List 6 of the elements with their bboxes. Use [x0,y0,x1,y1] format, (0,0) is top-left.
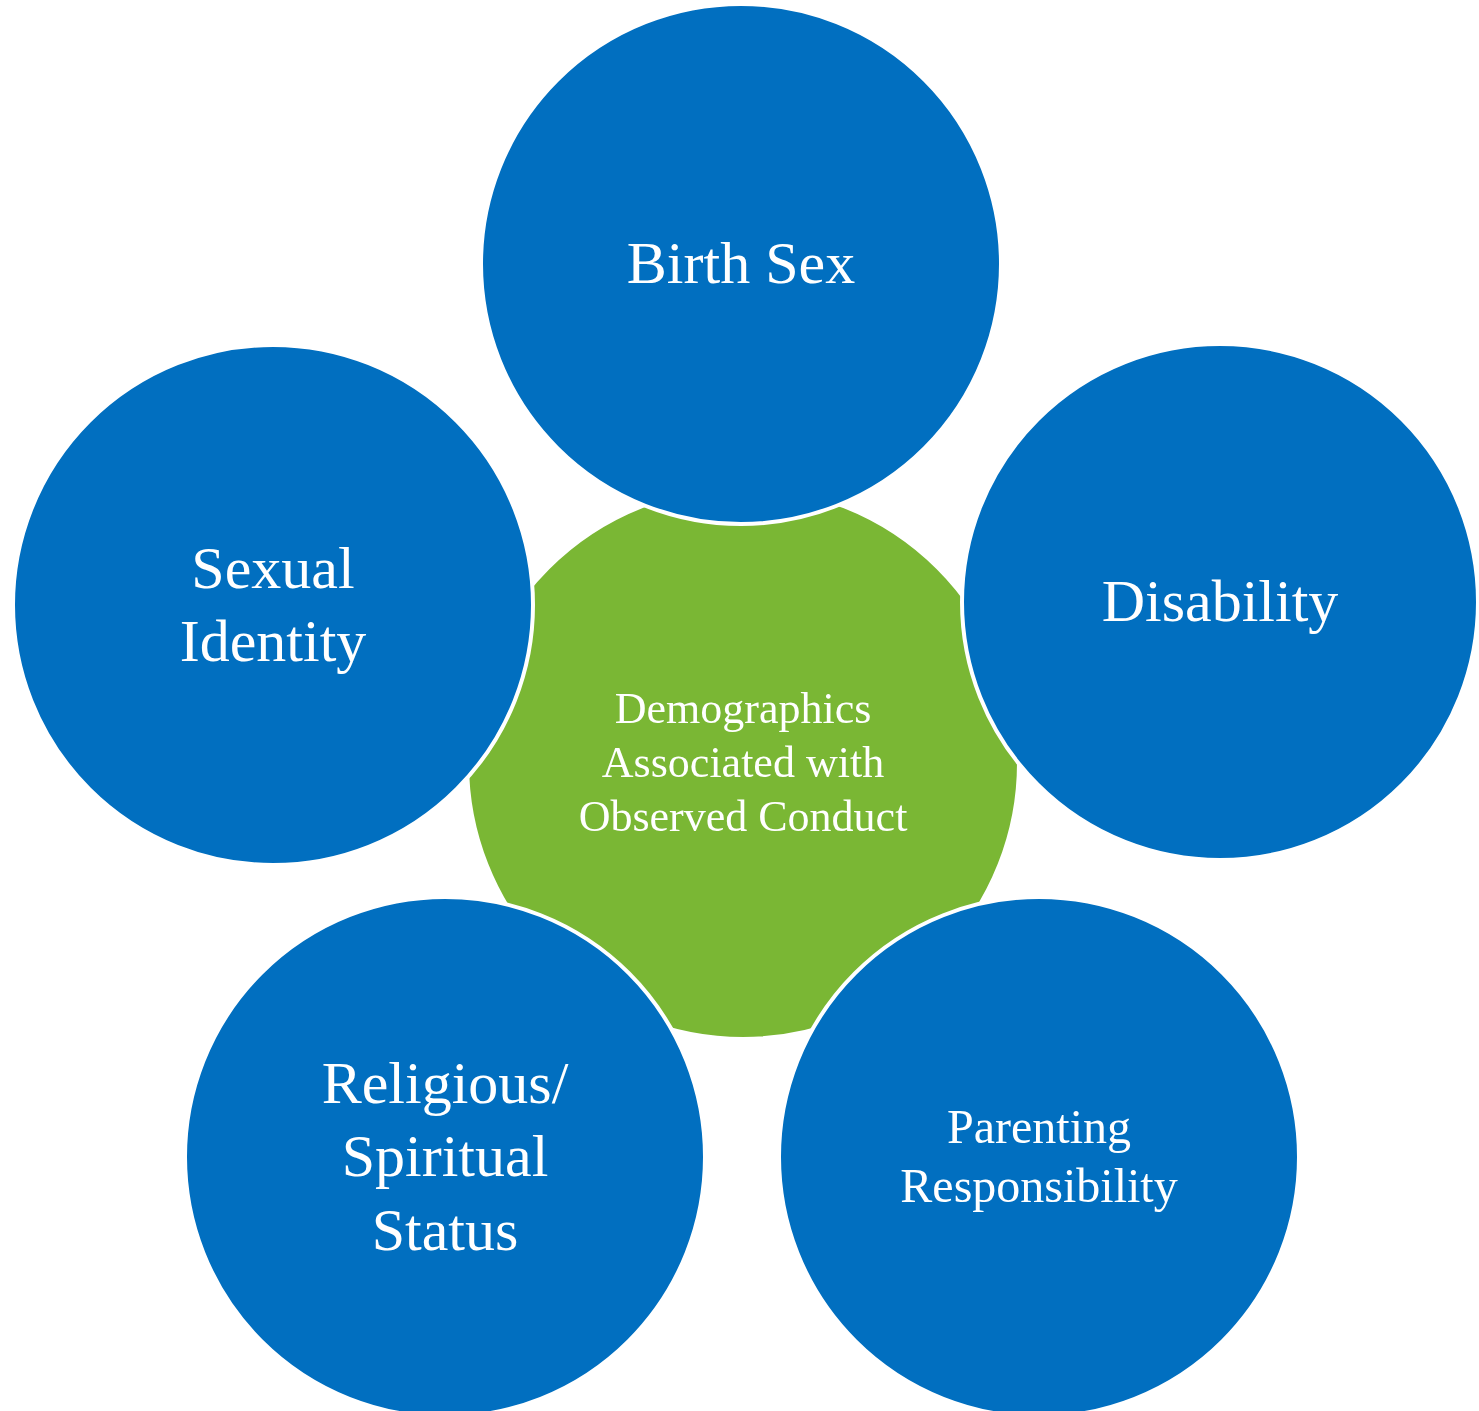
node-label: Religious/ Spiritual Status [320,1049,570,1265]
node-label: Birth Sex [626,229,856,299]
node-label: Sexual Identity [178,533,368,676]
node-label: Demographics Associated with Observed Conduct [577,683,909,843]
node-label: Parenting Responsibility [899,1099,1179,1214]
node-label: Disability [1101,567,1339,637]
